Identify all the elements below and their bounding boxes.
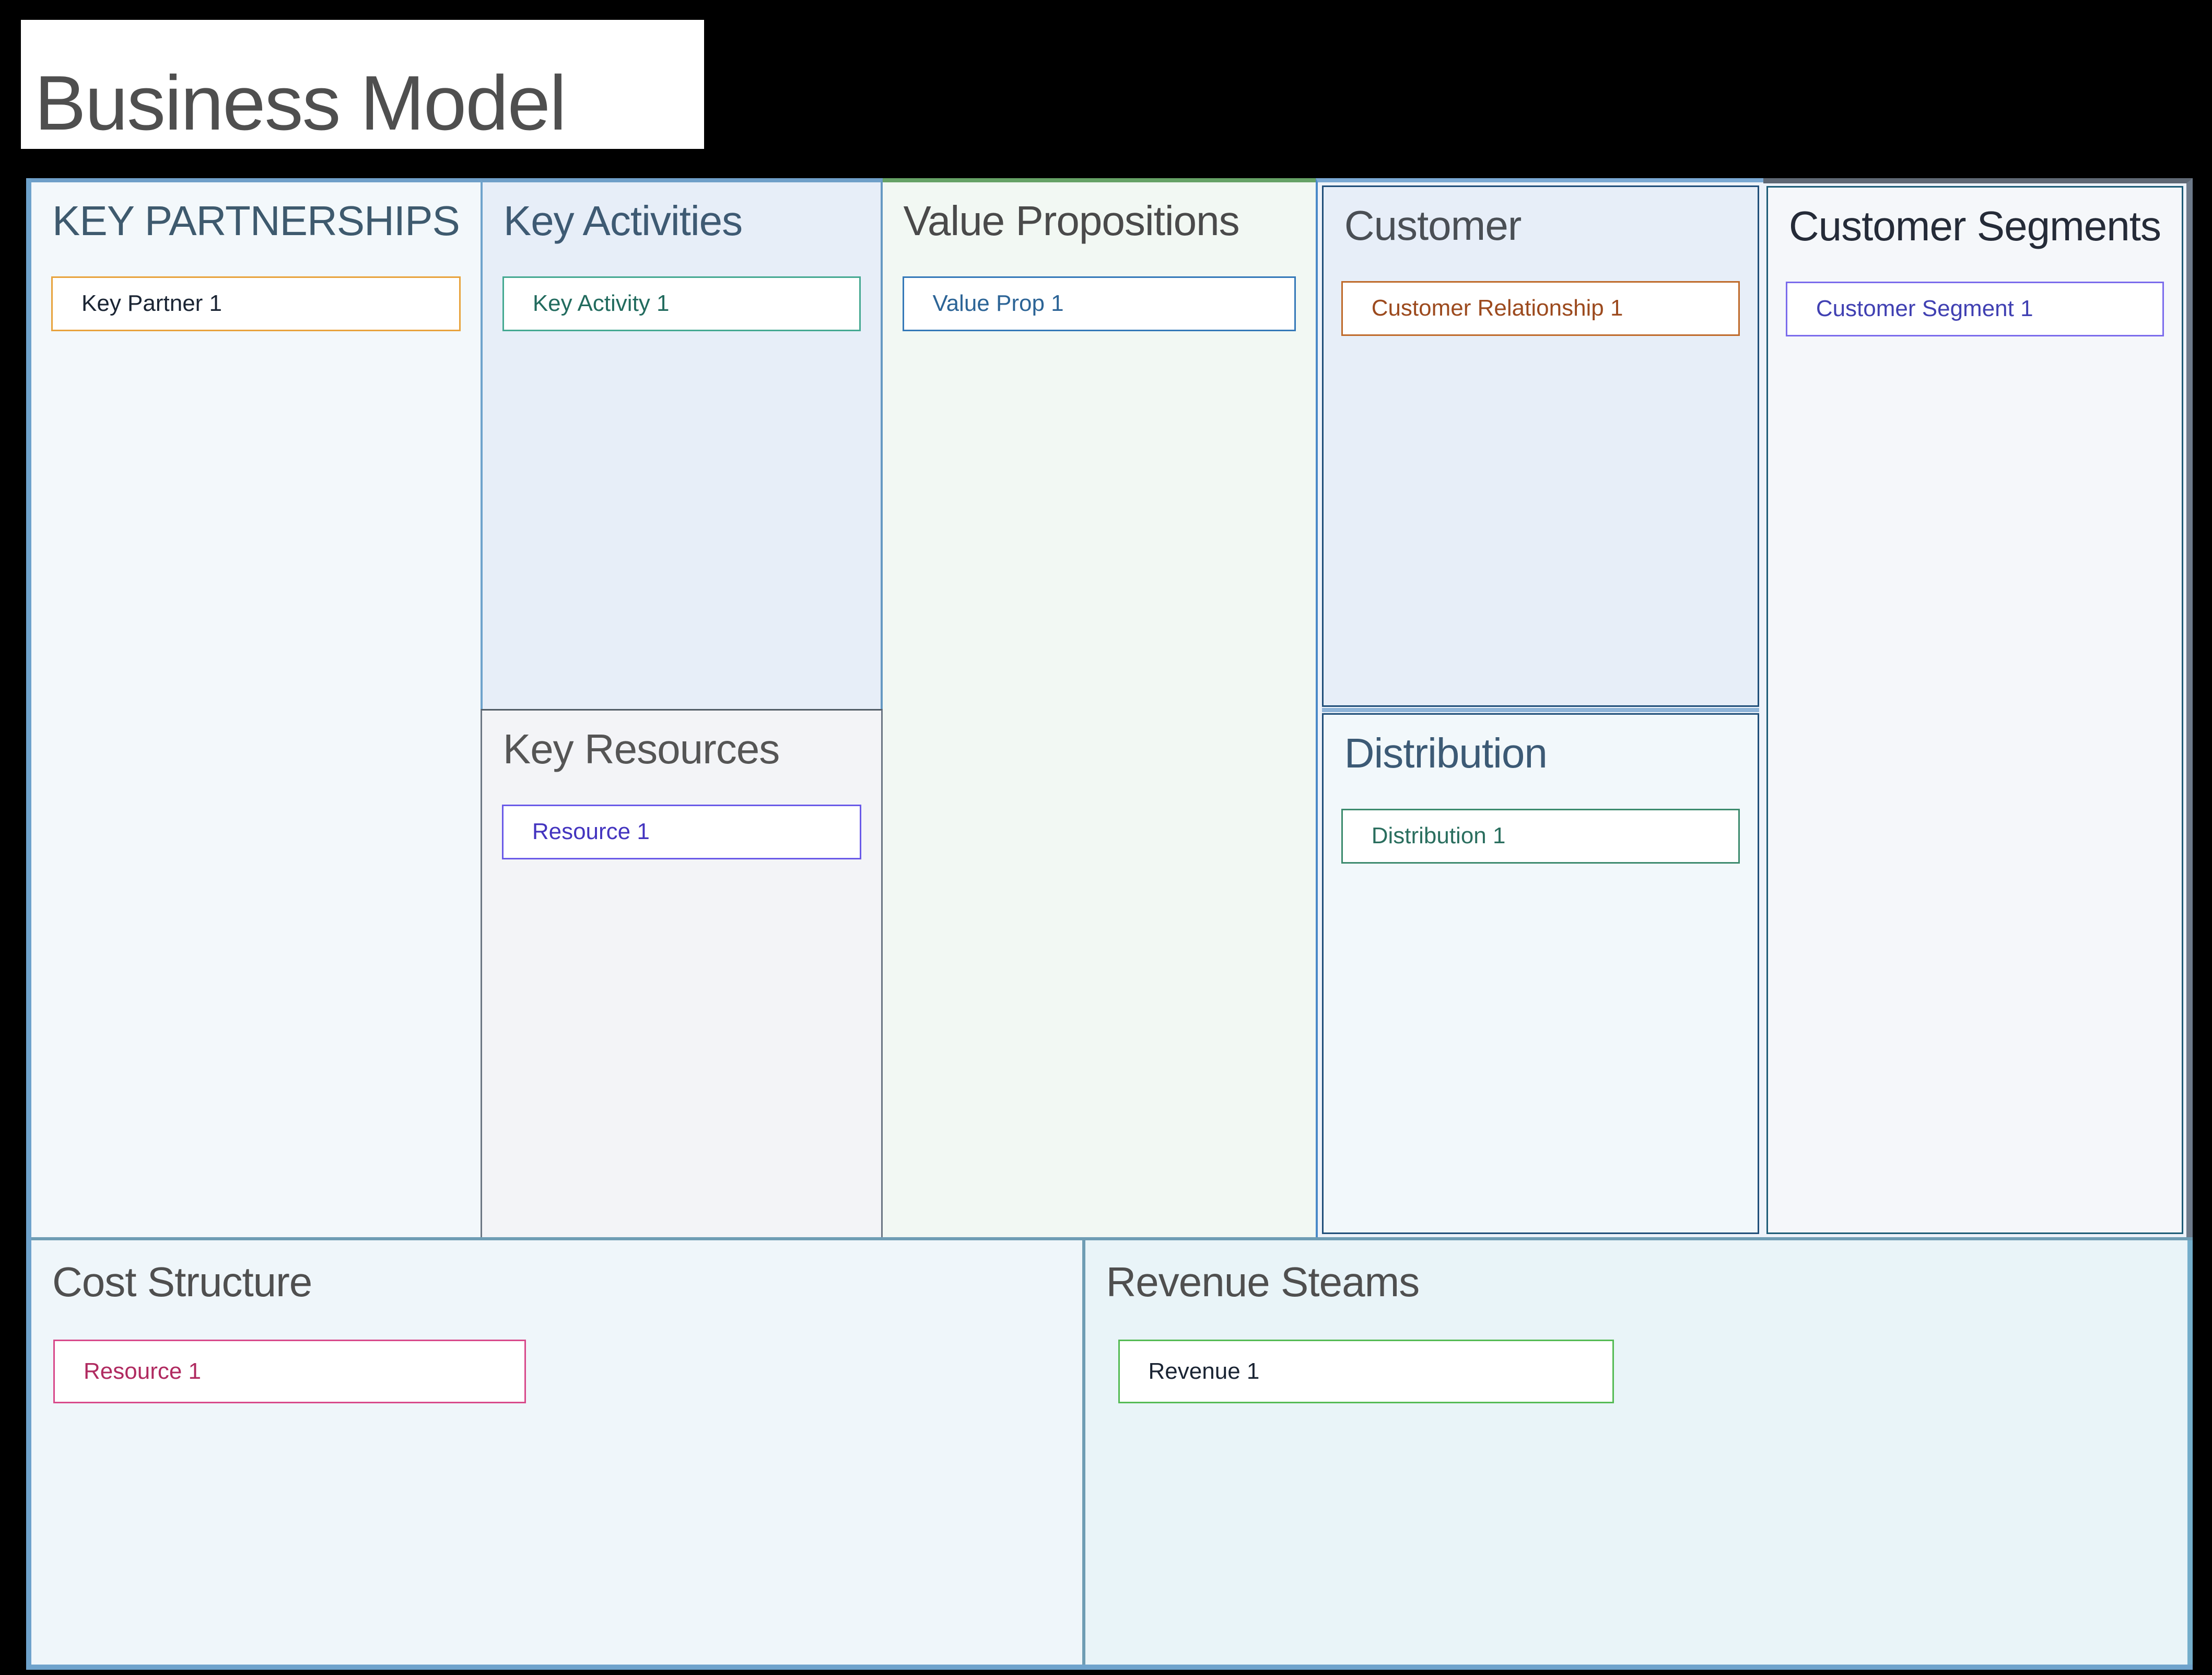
- card-customer-segment-1[interactable]: Customer Segment 1: [1785, 282, 2164, 336]
- column-activities-resources: Key Activities Key Activity 1 Key Resour…: [480, 178, 883, 1238]
- card-customer-relationship-1[interactable]: Customer Relationship 1: [1341, 281, 1740, 336]
- section-title-key-partnerships: KEY PARTNERSHIPS: [52, 197, 460, 244]
- column-customer-distribution: Customer Customer Relationship 1 Distrib…: [1315, 178, 1763, 1238]
- section-customer-segments: Customer Segments Customer Segment 1: [1766, 186, 2183, 1235]
- section-cost-structure: Cost Structure Resource 1: [31, 1240, 1082, 1665]
- section-title-key-activities: Key Activities: [503, 197, 743, 244]
- section-revenue-streams: Revenue Steams Revenue 1: [1085, 1240, 2193, 1665]
- section-title-customer-segments: Customer Segments: [1788, 203, 2161, 249]
- section-key-activities: Key Activities Key Activity 1: [480, 178, 883, 709]
- section-title-key-resources: Key Resources: [502, 726, 780, 773]
- page-title-box: Business Model: [21, 20, 704, 149]
- card-value-prop-1[interactable]: Value Prop 1: [902, 276, 1296, 331]
- section-title-cost-structure: Cost Structure: [52, 1259, 312, 1306]
- column-customer-segments: Customer Segments Customer Segment 1: [1763, 178, 2193, 1238]
- card-key-partner-1[interactable]: Key Partner 1: [51, 276, 461, 331]
- section-distribution: Distribution Distribution 1: [1321, 713, 1759, 1235]
- section-value-propositions: Value Propositions Value Prop 1: [882, 178, 1316, 1238]
- section-key-resources: Key Resources Resource 1: [480, 709, 883, 1238]
- section-title-distribution: Distribution: [1344, 729, 1548, 776]
- business-model-canvas: KEY PARTNERSHIPS Key Partner 1 Key Activ…: [26, 178, 2193, 1670]
- section-title-revenue-streams: Revenue Steams: [1106, 1259, 1420, 1306]
- section-customer: Customer Customer Relationship 1: [1321, 185, 1759, 707]
- card-key-resource-1[interactable]: Resource 1: [501, 805, 861, 860]
- section-title-customer: Customer: [1344, 202, 1522, 249]
- card-distribution-1[interactable]: Distribution 1: [1341, 808, 1740, 864]
- customer-distribution-divider: [1321, 707, 1759, 712]
- card-cost-resource-1[interactable]: Resource 1: [53, 1340, 526, 1404]
- card-key-activity-1[interactable]: Key Activity 1: [502, 276, 861, 331]
- canvas-top-row: KEY PARTNERSHIPS Key Partner 1 Key Activ…: [31, 178, 2193, 1238]
- cost-revenue-divider: [1082, 1240, 1085, 1665]
- canvas-bottom-row: Cost Structure Resource 1 Revenue Steams…: [31, 1237, 2193, 1665]
- section-title-value-propositions: Value Propositions: [903, 197, 1240, 244]
- section-key-partnerships: KEY PARTNERSHIPS Key Partner 1: [31, 178, 481, 1238]
- page-title: Business Model: [34, 60, 567, 146]
- card-revenue-1[interactable]: Revenue 1: [1118, 1340, 1614, 1404]
